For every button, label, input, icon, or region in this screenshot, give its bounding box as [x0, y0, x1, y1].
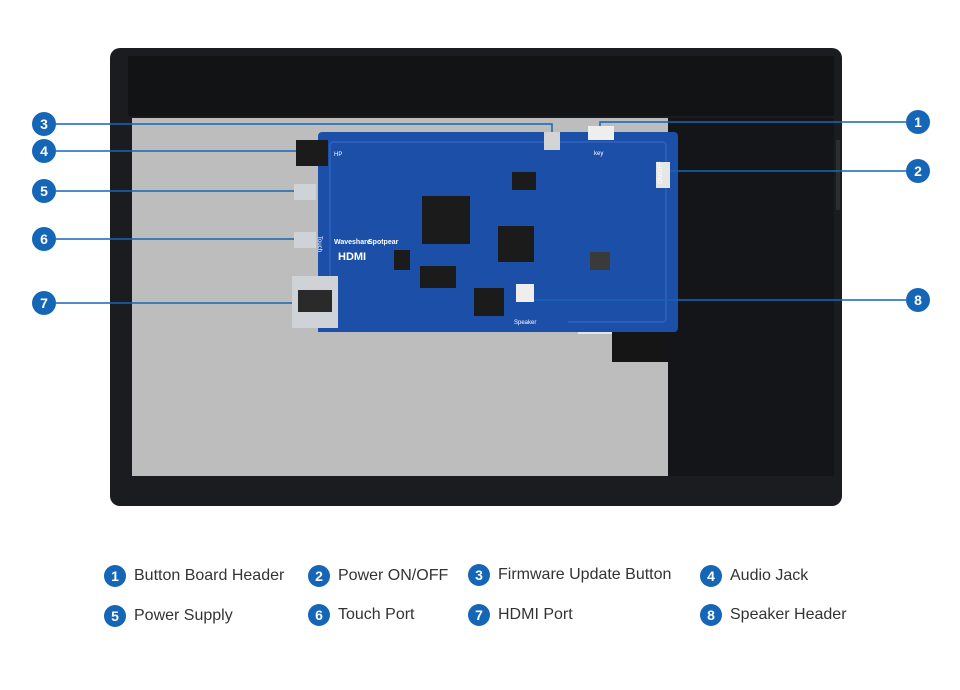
- legend-label: Speaker Header: [730, 606, 847, 623]
- inductor: [590, 252, 610, 270]
- callout-3: 3: [32, 112, 56, 136]
- legend-number: 1: [104, 565, 126, 587]
- callout-3-number: 3: [40, 116, 48, 132]
- callout-6-circle: [32, 227, 56, 251]
- callout-5-number: 5: [40, 183, 48, 199]
- secondary-chip: [498, 226, 534, 262]
- button-board-header: [588, 126, 614, 140]
- legend-label: Touch Port: [338, 606, 415, 623]
- leader-line-1: [599, 121, 906, 126]
- callout-badges: 3 4 5 6 7 1 2 8: [32, 110, 930, 315]
- leader-line-3: [56, 123, 553, 132]
- side-button: [836, 140, 840, 210]
- callout-1-circle: [906, 110, 930, 134]
- callout-2: 2: [906, 159, 930, 183]
- hdmi-port-opening: [298, 290, 332, 312]
- legend-item-5: 5 Power Supply: [104, 604, 233, 628]
- legend-label: HDMI Port: [498, 606, 573, 623]
- legend-item-8: 8 Speaker Header: [700, 603, 847, 627]
- callout-7: 7: [32, 291, 56, 315]
- regulator-chip: [420, 266, 456, 288]
- legend-item-4: 4 Audio Jack: [700, 564, 808, 588]
- legend-item-1: 1 Button Board Header: [104, 564, 284, 588]
- callout-2-number: 2: [914, 163, 922, 179]
- callout-2-circle: [906, 159, 930, 183]
- display-right-area: [668, 118, 834, 476]
- speaker-header: [516, 284, 534, 302]
- small-ic: [512, 172, 536, 190]
- legend: 1 Button Board Header 2 Power ON/OFF 3 F…: [0, 560, 960, 650]
- legend-number: 3: [468, 564, 490, 586]
- silk-key: key: [594, 151, 603, 157]
- hdmi-logo: HDMI: [338, 251, 366, 263]
- legend-number: 5: [104, 605, 126, 627]
- callout-5: 5: [32, 179, 56, 203]
- callout-1: 1: [906, 110, 930, 134]
- callout-7-circle: [32, 291, 56, 315]
- legend-item-7: 7 HDMI Port: [468, 603, 573, 627]
- display-top-band: [128, 56, 834, 116]
- power-switch: [656, 162, 670, 188]
- audio-jack: [296, 140, 328, 166]
- silk-onoff: ON/OFF: [658, 161, 664, 184]
- silk-hp: HP: [334, 152, 342, 158]
- callout-6-number: 6: [40, 231, 48, 247]
- legend-item-6: 6 Touch Port: [308, 603, 414, 627]
- power-usb-port: [294, 184, 316, 200]
- callout-5-circle: [32, 179, 56, 203]
- silk-touch: Touch: [316, 236, 322, 252]
- amplifier-chip: [474, 288, 504, 316]
- legend-number: 6: [308, 604, 330, 626]
- legend-label: Audio Jack: [730, 567, 809, 584]
- callout-8-number: 8: [914, 292, 922, 308]
- legend-number: 2: [308, 565, 330, 587]
- callout-1-number: 1: [914, 114, 922, 130]
- brand-spotpear: Spotpear: [368, 239, 399, 246]
- callout-4-circle: [32, 139, 56, 163]
- lcd-board-diagram: Waveshare Spotpear HDMI key ON/OFF Speak…: [32, 48, 930, 506]
- silk-speaker: Speaker: [514, 320, 536, 326]
- legend-number: 4: [700, 565, 722, 587]
- small-ic-2: [394, 250, 410, 270]
- callout-3-circle: [32, 112, 56, 136]
- legend-label: Power Supply: [134, 607, 233, 624]
- callout-6: 6: [32, 227, 56, 251]
- callout-4-number: 4: [40, 143, 48, 159]
- leader-lines: [56, 121, 906, 304]
- callout-8-circle: [906, 288, 930, 312]
- callout-7-number: 7: [40, 295, 48, 311]
- legend-label: Button Board Header: [134, 567, 285, 584]
- legend-number: 7: [468, 604, 490, 626]
- brand-waveshare: Waveshare: [334, 239, 371, 246]
- main-processor-chip: [422, 196, 470, 244]
- touch-usb-port: [294, 232, 316, 248]
- legend-item-2: 2 Power ON/OFF: [308, 564, 448, 588]
- legend-label: Firmware Update Button: [498, 566, 672, 583]
- legend-item-3: 3 Firmware Update Button: [468, 563, 671, 587]
- callout-8: 8: [906, 288, 930, 312]
- callout-4: 4: [32, 139, 56, 163]
- legend-label: Power ON/OFF: [338, 567, 449, 584]
- firmware-button: [544, 132, 560, 150]
- legend-number: 8: [700, 604, 722, 626]
